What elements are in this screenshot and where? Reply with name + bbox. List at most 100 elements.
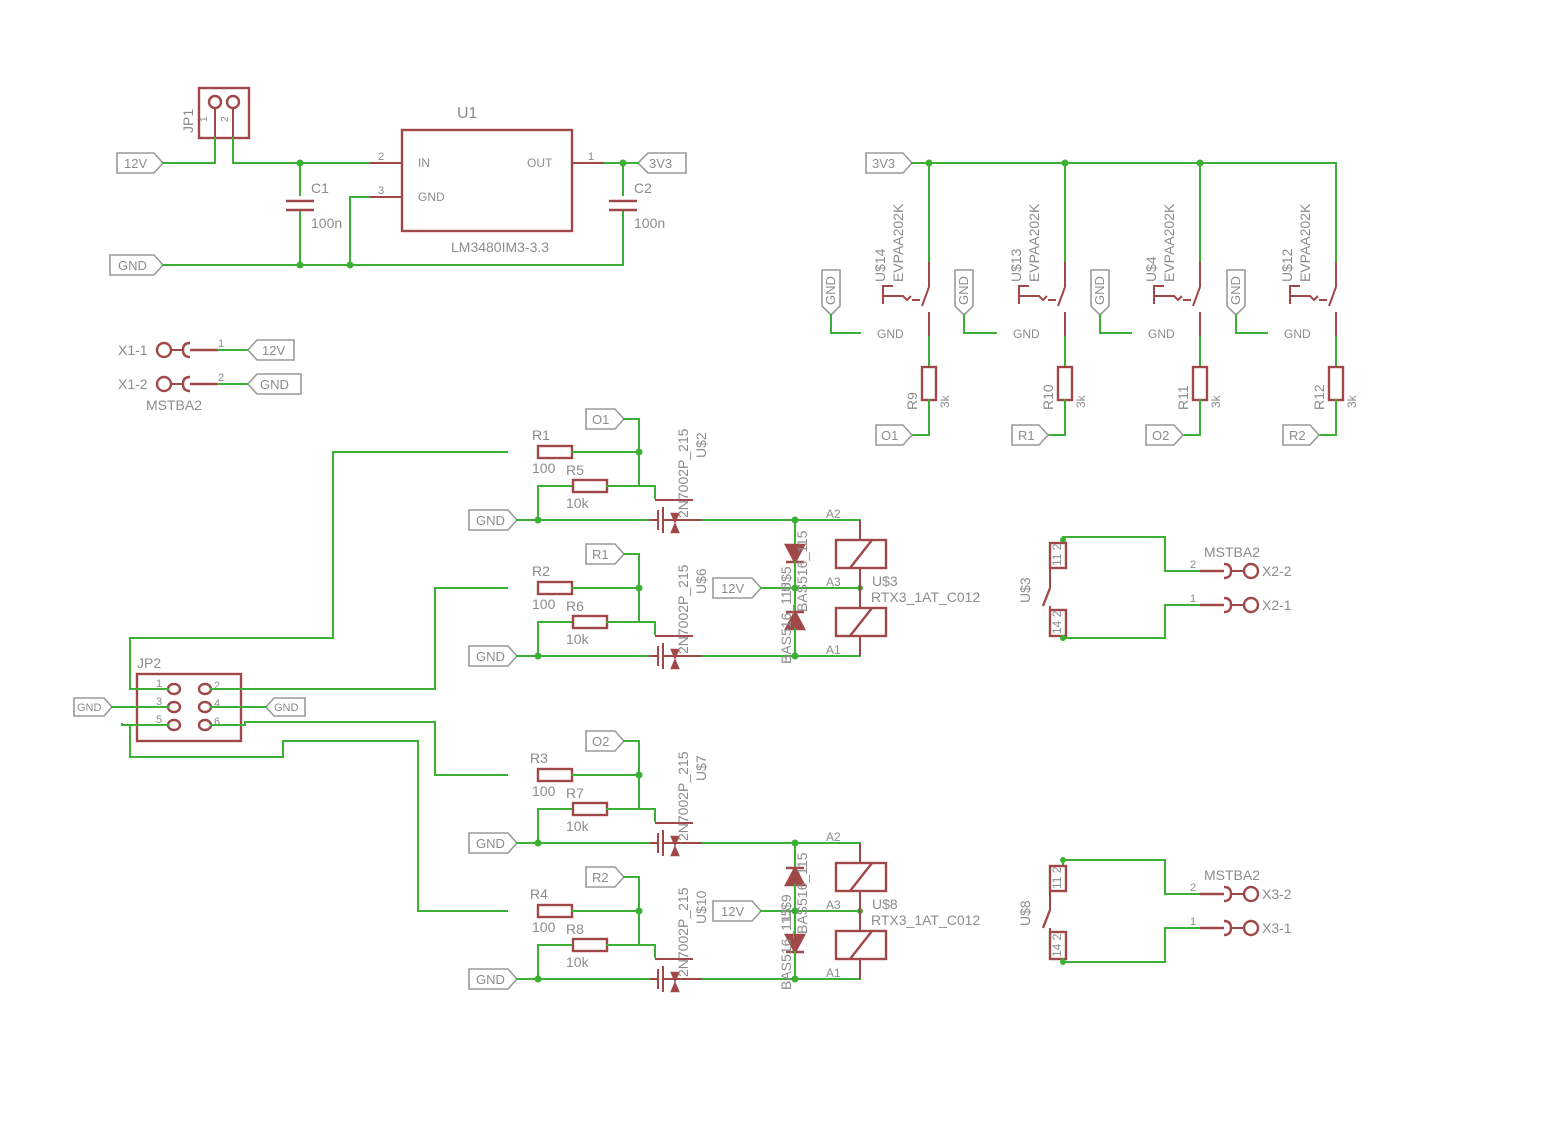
net-label-3v3-rail-text: 3V3 xyxy=(872,156,895,171)
x1-pin2-name: X1-2 xyxy=(118,376,148,392)
jp2-header: 1 2 3 4 5 6 JP2 GND GND xyxy=(73,637,508,912)
sw4-ref: U$12 xyxy=(1279,248,1295,282)
relay-u3-a3: A3 xyxy=(826,575,841,589)
relay-u3-contact-bottom xyxy=(1048,608,1068,638)
net-label-k2-12v xyxy=(712,900,763,922)
jp1-ref: JP1 xyxy=(180,109,196,133)
jp2-pin3: 3 xyxy=(156,696,162,708)
sw1-gnd-pin: GND xyxy=(877,327,904,341)
relay-1: 12V A2 A3 A1 U$3 RTX3_1AT_C012 BAS516_11… xyxy=(712,507,1292,664)
diode-u9-ref: U$9 xyxy=(778,894,794,920)
net-label-q2-gate xyxy=(585,543,626,565)
x2-pin1-terminal xyxy=(1242,596,1260,614)
jp1-header-body xyxy=(197,86,251,140)
net-label-3v3-out xyxy=(636,152,687,174)
net-label-q2-gnd xyxy=(468,645,519,667)
net-label-q4-gnd xyxy=(468,968,519,990)
net-label-jp2-gnd-right xyxy=(264,697,306,717)
net-label-jp2-gnd-left xyxy=(73,697,114,717)
relay-u3-value: RTX3_1AT_C012 xyxy=(871,589,980,605)
switch-u13: GND GND U$13 EVPAA202K R10 3k R1 xyxy=(954,162,1088,446)
net-label-q3-gate-text: O2 xyxy=(592,734,609,749)
jp2-pin5: 5 xyxy=(156,714,162,726)
net-label-q3-gnd-text: GND xyxy=(476,836,505,851)
u6-ref: U$6 xyxy=(693,568,709,594)
net-label-q4-gnd-text: GND xyxy=(476,972,505,987)
diode-u9-value-b: BAS516_115 xyxy=(794,852,810,934)
driver-4: R2 GND R4 100 R8 10k 2N7002P_215 U$10 xyxy=(468,866,861,993)
r9-value: 3k xyxy=(938,394,952,408)
r11-ref: R11 xyxy=(1175,385,1191,410)
u1-pin-in-num: 2 xyxy=(378,151,384,163)
net-label-sw4-out xyxy=(1282,424,1321,446)
relay-u3-a2: A2 xyxy=(826,507,841,521)
u1-regulator-body xyxy=(400,128,574,233)
r3-resistor xyxy=(536,767,574,783)
sw1-ref: U$14 xyxy=(872,248,888,282)
u7-value: 2N7002P_215 xyxy=(675,751,691,841)
switch-u12: GND GND U$12 EVPAA202K R12 3k R2 xyxy=(1226,162,1359,446)
x3-value: MSTBA2 xyxy=(1204,867,1260,883)
c2-ref: C2 xyxy=(634,180,652,196)
jp2-pin4: 4 xyxy=(214,698,220,710)
net-label-jp2-gnd-right-text: GND xyxy=(274,702,299,714)
net-label-sw2-out xyxy=(1011,424,1050,446)
r4-value: 100 xyxy=(532,919,556,935)
switch-u4: GND GND U$4 EVPAA202K R11 3k O2 xyxy=(1090,162,1223,446)
r6-ref: R6 xyxy=(566,598,584,614)
diode-u5-value-b: BAS516_115 xyxy=(794,530,810,612)
sw2-value: EVPAA202K xyxy=(1026,203,1042,282)
u1-pin-out-num: 1 xyxy=(588,151,594,163)
net-label-sw3-out xyxy=(1145,424,1185,446)
net-label-sw4-gnd-text: GND xyxy=(1228,276,1243,305)
x3-pin1-name: X3-1 xyxy=(1262,920,1292,936)
net-label-sw4-out-text: R2 xyxy=(1289,428,1306,443)
r7-resistor xyxy=(571,801,609,817)
r10-resistor xyxy=(1056,365,1074,402)
u1-pin-out: OUT xyxy=(527,156,553,170)
x1-pin2-num: 2 xyxy=(218,372,224,384)
net-label-k1-12v-text: 12V xyxy=(721,581,744,596)
diode-u5-value-a: BAS516_115 xyxy=(778,582,794,664)
r3-value: 100 xyxy=(532,783,556,799)
net-label-sw1-out-text: O1 xyxy=(881,428,898,443)
u1-pin-gnd: GND xyxy=(418,190,445,204)
net-label-sw1-gnd xyxy=(821,269,841,317)
x1-pin1-num: 1 xyxy=(218,338,224,350)
x2-pin2-name: X2-2 xyxy=(1262,563,1292,579)
relay-u8-value: RTX3_1AT_C012 xyxy=(871,912,980,928)
x1-pin1-name: X1-1 xyxy=(118,342,148,358)
u10-ref: U$10 xyxy=(693,890,709,924)
x1-pin1-terminal xyxy=(155,341,173,359)
x3-pin1-terminal xyxy=(1242,919,1260,937)
u1-pin-in: IN xyxy=(418,156,430,170)
mosfet-u6 xyxy=(650,635,703,670)
r3-ref: R3 xyxy=(530,750,548,766)
sw2-ref: U$13 xyxy=(1008,248,1024,282)
x2-num1: 1 xyxy=(1190,593,1196,605)
x1-connector: X1-1 X1-2 1 2 MSTBA2 12V GND xyxy=(118,338,302,413)
x3-num1: 1 xyxy=(1190,916,1196,928)
x3-pin2-name: X3-2 xyxy=(1262,886,1292,902)
x3-pin2-terminal xyxy=(1242,885,1260,903)
relay-u3-contact-ref: U$3 xyxy=(1017,577,1033,603)
diode-u5-top xyxy=(784,543,806,565)
net-label-q1-gate xyxy=(585,408,626,430)
relay-u8-contact-top xyxy=(1048,864,1068,893)
r12-ref: R12 xyxy=(1311,384,1327,410)
net-label-q3-gnd xyxy=(468,832,519,854)
net-label-q1-gnd-text: GND xyxy=(476,513,505,528)
r7-value: 10k xyxy=(566,818,590,834)
mosfet-u2 xyxy=(650,499,703,534)
r10-ref: R10 xyxy=(1040,384,1056,410)
r12-value: 3k xyxy=(1345,394,1359,408)
net-label-12v-in xyxy=(116,152,165,174)
net-label-q4-gate xyxy=(585,866,626,888)
driver-1: O1 GND R1 100 R5 10k 2N7002P_215 U$2 xyxy=(332,408,861,639)
x2-num2: 2 xyxy=(1190,559,1196,571)
c2-value: 100n xyxy=(634,215,665,231)
u7-ref: U$7 xyxy=(693,755,709,781)
net-label-x1-gnd-text: GND xyxy=(260,377,289,392)
jp1-pin1-num: 1 xyxy=(199,116,210,122)
net-label-q4-gate-text: R2 xyxy=(592,870,609,885)
